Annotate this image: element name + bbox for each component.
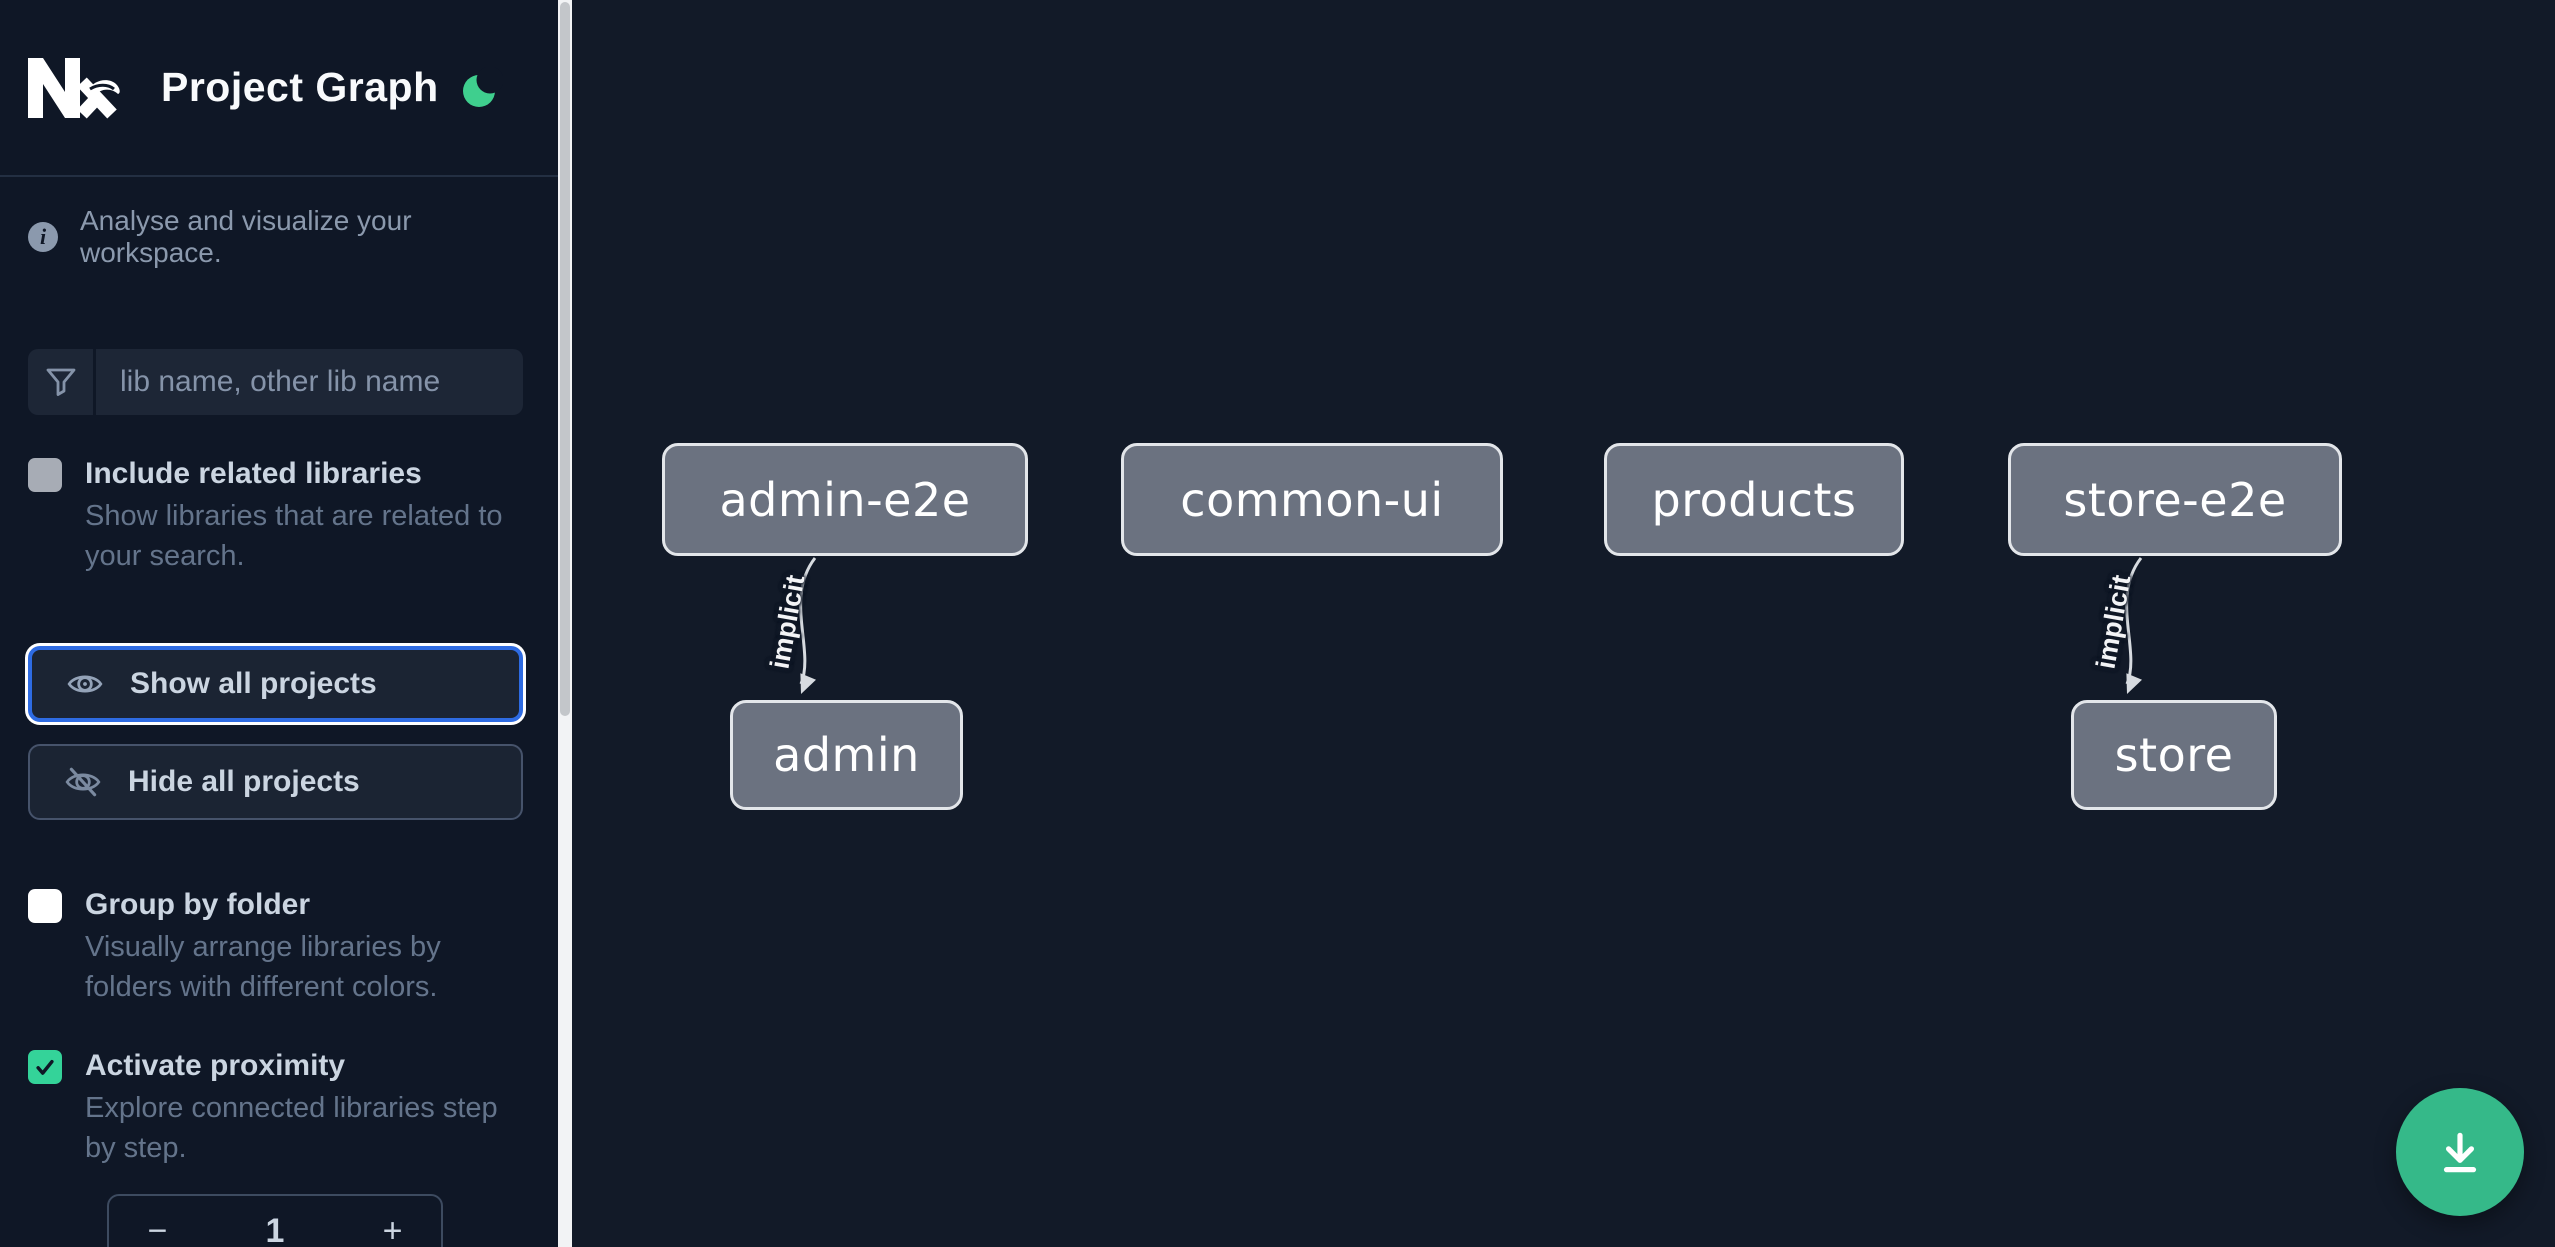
workspace-info: i Analyse and visualize your workspace. — [28, 205, 523, 269]
dependency-edges — [799, 557, 2143, 694]
option-description: Show libraries that are related to your … — [85, 500, 503, 572]
hide-all-projects-label: Hide all projects — [128, 765, 360, 798]
option-text: Include related libraries Show libraries… — [85, 456, 523, 576]
project-node-admin[interactable]: admin — [730, 700, 963, 810]
edge-admin-e2e-to-admin — [799, 557, 817, 685]
show-all-projects-label: Show all projects — [130, 667, 377, 700]
proximity-increase-button[interactable]: + — [344, 1196, 441, 1247]
option-label: Activate proximity — [85, 1049, 346, 1082]
activate-proximity-checkbox[interactable] — [28, 1050, 62, 1084]
group-by-folder-checkbox[interactable] — [28, 889, 62, 923]
proximity-value: 1 — [265, 1211, 285, 1247]
option-label: Group by folder — [85, 888, 310, 921]
sidebar-header: Project Graph — [0, 0, 558, 177]
option-group-by-folder: Group by folder Visually arrange librari… — [28, 887, 523, 1007]
moon-icon — [463, 66, 503, 107]
theme-toggle-button[interactable] — [459, 65, 505, 111]
option-label: Include related libraries — [85, 457, 422, 490]
option-text: Group by folder Visually arrange librari… — [85, 887, 523, 1007]
eye-slash-icon — [65, 767, 101, 797]
option-activate-proximity: Activate proximity Explore connected lib… — [28, 1048, 523, 1168]
edge-arrowhead — [2126, 673, 2142, 694]
project-node-common-ui[interactable]: common-ui — [1121, 443, 1503, 556]
filter-funnel-icon — [28, 349, 96, 415]
nx-logo-icon — [28, 57, 120, 118]
sidebar-scrollbar[interactable] — [558, 0, 572, 1247]
include-related-libraries-checkbox[interactable] — [28, 458, 62, 492]
proximity-decrease-button[interactable]: − — [109, 1196, 206, 1247]
project-node-products[interactable]: products — [1604, 443, 1904, 556]
proximity-stepper: − 1 + — [107, 1194, 443, 1247]
option-description: Visually arrange libraries by folders wi… — [85, 931, 441, 1003]
download-image-button[interactable] — [2396, 1088, 2524, 1216]
project-node-admin-e2e[interactable]: admin-e2e — [662, 443, 1028, 556]
info-icon: i — [28, 222, 58, 252]
checkmark-icon — [36, 1059, 54, 1075]
edge-arrowhead — [800, 673, 816, 694]
page-title: Project Graph — [161, 64, 439, 110]
graph-canvas[interactable]: implicit implicit admin-e2e common-ui pr… — [572, 0, 2555, 1247]
option-text: Activate proximity Explore connected lib… — [85, 1048, 523, 1168]
sidebar: Project Graph i Analyse and visualize yo… — [0, 0, 558, 1247]
hide-all-projects-button[interactable]: Hide all projects — [28, 744, 523, 820]
sidebar-scrollbar-thumb[interactable] — [560, 2, 570, 716]
info-text: Analyse and visualize your workspace. — [80, 205, 412, 268]
edge-store-e2e-to-store — [2125, 557, 2143, 685]
search-filter — [28, 349, 523, 415]
download-icon — [2443, 1132, 2477, 1173]
option-include-related-libraries: Include related libraries Show libraries… — [28, 456, 523, 576]
option-description: Explore connected libraries step by step… — [85, 1092, 498, 1164]
eye-icon — [67, 675, 103, 693]
show-all-projects-button[interactable]: Show all projects — [28, 646, 523, 722]
project-node-store-e2e[interactable]: store-e2e — [2008, 443, 2342, 556]
project-node-store[interactable]: store — [2071, 700, 2277, 810]
sidebar-body: i Analyse and visualize your workspace. … — [0, 177, 558, 1247]
search-input[interactable] — [96, 349, 523, 415]
